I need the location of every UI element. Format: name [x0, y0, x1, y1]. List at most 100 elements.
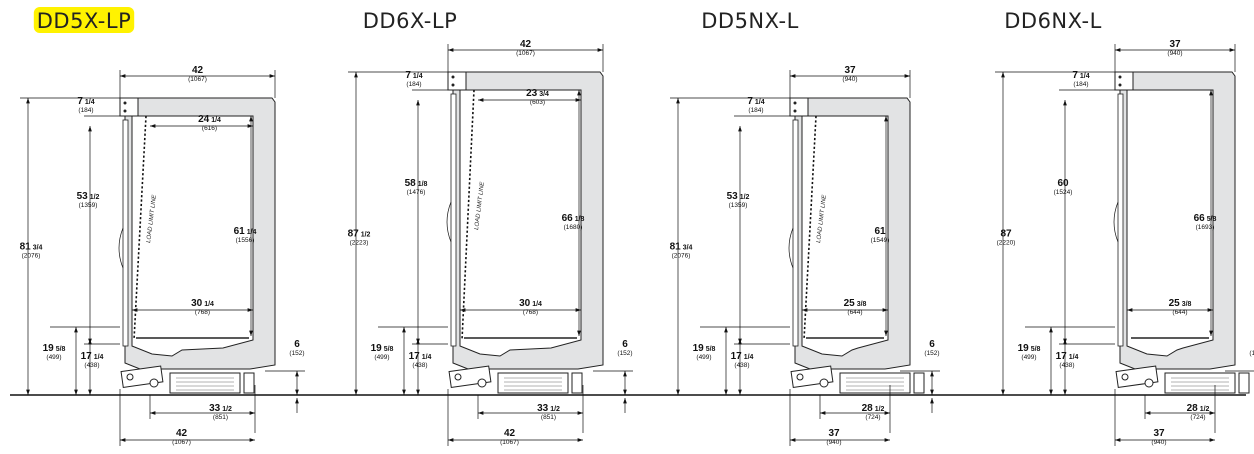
display-opening-inches: 60 [1057, 178, 1069, 189]
load-limit-line [803, 115, 817, 341]
dimension-arrow [460, 308, 466, 312]
caster-icon [796, 373, 804, 381]
dimension-arrow [247, 124, 253, 128]
dimension-arrow [249, 116, 253, 122]
overall-height-mm: (2076) [672, 253, 691, 260]
dimension-arrow [88, 126, 92, 132]
base-depth-inches: 28 [862, 403, 874, 414]
dimension-arrow [724, 327, 728, 333]
base-depth-fraction: 1/2 [550, 406, 560, 413]
dimension-arrow [884, 330, 888, 336]
header-bolt-icon [793, 109, 797, 113]
dimension-arrow [249, 438, 255, 442]
display-opening-mm: (1359) [79, 202, 98, 209]
dimension-arrow [448, 438, 454, 442]
header-box [447, 71, 467, 91]
dimension-arrow [930, 389, 934, 395]
interior-height-mm: (1556) [236, 237, 255, 244]
dimension-arrow [150, 411, 156, 415]
dimension-arrow [1063, 100, 1067, 106]
caster-icon [454, 373, 462, 381]
model-title: DD5X-LP [37, 9, 131, 33]
header-height-inches: 7 [1072, 70, 1078, 81]
leveler-icon [477, 378, 487, 388]
interior-bottom-depth-mm: (644) [1172, 309, 1187, 316]
dimension-arrow [120, 74, 126, 78]
dimension-arrow [790, 74, 796, 78]
interior-height-label: 61 [874, 226, 886, 237]
interior-height-mm: (1693) [1196, 224, 1215, 231]
overall-height-inches: 81 [20, 242, 32, 253]
header-height-mm: (184) [406, 81, 421, 88]
top-depth-mm: (940) [842, 76, 857, 83]
header-height-fraction: 1/4 [85, 99, 95, 106]
header-height-fraction: 1/4 [755, 99, 765, 106]
rear-foot [571, 372, 583, 394]
dimension-arrow [1209, 330, 1213, 336]
base-to-opening-mm: (499) [1021, 354, 1036, 361]
dimension-arrow [295, 389, 299, 395]
glass-door [450, 93, 457, 347]
interior-height-inches: 66 [1194, 213, 1206, 224]
dimension-arrow [1207, 308, 1213, 312]
display-opening-fraction: 1/2 [90, 194, 100, 201]
base-to-opening-fraction: 5/8 [384, 346, 394, 353]
base-offset-mm: (152) [924, 350, 939, 357]
dimension-arrow [802, 308, 808, 312]
base-to-opening-inches: 19 [43, 343, 55, 354]
base-to-opening-inches: 19 [371, 343, 383, 354]
dimension-arrow [247, 308, 253, 312]
base-offset-label: 6 [929, 339, 935, 350]
interior-top-depth-fraction: 3/4 [539, 91, 549, 98]
base-to-opening-fraction: 5/8 [706, 346, 716, 353]
leveler-icon [819, 378, 829, 388]
dimension-arrow [26, 389, 30, 395]
dimension-arrow [623, 389, 627, 395]
dimension-arrow [577, 330, 581, 336]
base-to-opening-inches: 19 [1018, 343, 1030, 354]
dimension-arrow [249, 330, 253, 336]
dimension-arrow [354, 72, 358, 78]
display-opening-label: 60 [1057, 178, 1069, 189]
dimension-arrow [1145, 411, 1151, 415]
interior-height-inches: 61 [234, 226, 246, 237]
load-limit-label: LOAD LIMIT LINE [474, 181, 486, 231]
dimension-arrow [478, 411, 484, 415]
header-box [789, 97, 809, 117]
display-opening-fraction: 1/2 [740, 194, 750, 201]
interior-top-depth-inches: 23 [526, 88, 538, 99]
dimension-arrow [416, 100, 420, 106]
interior-bottom-depth-fraction: 1/4 [532, 301, 542, 308]
base-to-opening-mm: (499) [374, 354, 389, 361]
interior-cavity [801, 115, 889, 357]
top-depth-inches: 42 [520, 39, 532, 50]
overall-height-inches: 81 [670, 242, 682, 253]
dimension-arrow [623, 371, 627, 377]
header-bolt-icon [451, 75, 455, 79]
header-bolt-icon [793, 101, 797, 105]
base-depth-inches: 28 [1187, 403, 1199, 414]
interior-top-depth-fraction: 1/4 [211, 117, 221, 124]
dimension-arrow [249, 411, 255, 415]
top-depth-mm: (1067) [188, 76, 207, 83]
dimension-arrow [88, 339, 92, 345]
header-height-inches: 7 [77, 96, 83, 107]
header-height-inches: 7 [747, 96, 753, 107]
deck-height-mm: (438) [734, 362, 749, 369]
interior-cavity [1126, 89, 1214, 357]
glass-door [792, 119, 799, 347]
interior-height-fraction: 1/8 [575, 216, 585, 223]
deck-height-inches: 17 [409, 351, 421, 362]
base-depth-mm: (724) [1190, 414, 1205, 421]
